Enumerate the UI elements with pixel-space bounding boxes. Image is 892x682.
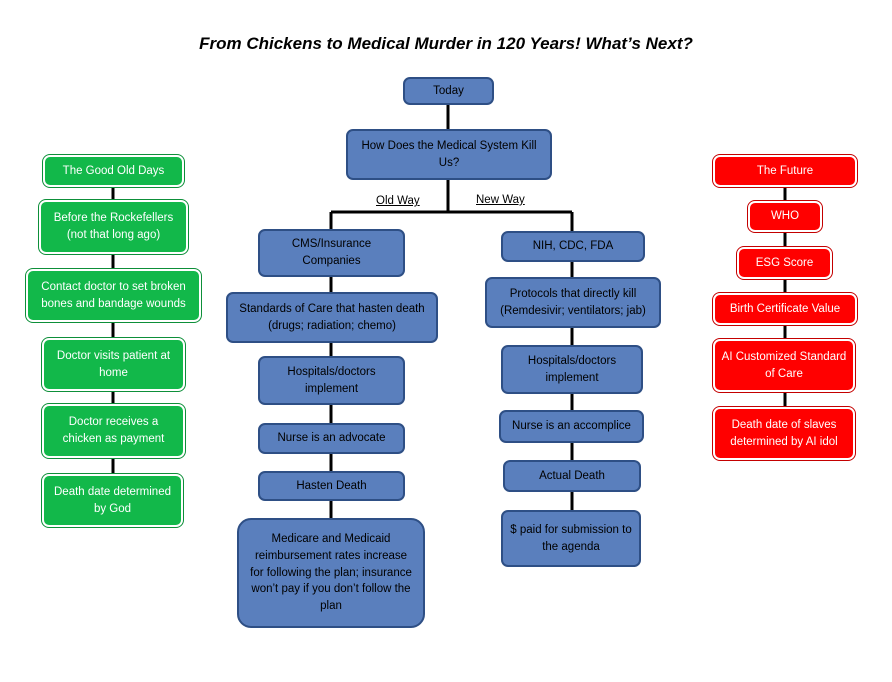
old-way-step-4: Nurse is an advocate — [258, 423, 405, 454]
right-step-3: ESG Score — [737, 247, 832, 279]
old-way-step-5: Hasten Death — [258, 471, 405, 501]
new-way-step-5: Actual Death — [503, 460, 641, 492]
new-way-step-2: Protocols that directly kill (Remdesivir… — [485, 277, 661, 328]
left-step-6: Death date determined by God — [42, 474, 183, 527]
old-way-step-2: Standards of Care that hasten death (dru… — [226, 292, 438, 343]
old-way-step-1: CMS/Insurance Companies — [258, 229, 405, 277]
old-way-label: Old Way — [376, 195, 420, 207]
old-way-step-3: Hospitals/doctors implement — [258, 356, 405, 405]
right-step-5: AI Customized Standard of Care — [713, 339, 855, 392]
today-label: Today — [433, 84, 464, 97]
new-way-step-6: $ paid for submission to the agenda — [501, 510, 641, 567]
left-step-3: Contact doctor to set broken bones and b… — [26, 269, 201, 322]
question-box: How Does the Medical System Kill Us? — [346, 129, 552, 180]
new-way-label: New Way — [476, 194, 525, 206]
right-step-2: WHO — [748, 201, 822, 232]
left-step-1: The Good Old Days — [43, 155, 184, 187]
new-way-step-1: NIH, CDC, FDA — [501, 231, 645, 262]
new-way-step-4: Nurse is an accomplice — [499, 410, 644, 443]
right-step-6: Death date of slaves determined by AI id… — [713, 407, 855, 460]
left-step-4: Doctor visits patient at home — [42, 338, 185, 391]
left-step-2: Before the Rockefellers (not that long a… — [39, 200, 188, 254]
new-way-step-3: Hospitals/doctors implement — [501, 345, 643, 394]
right-step-4: Birth Certificate Value — [713, 293, 857, 325]
left-step-5: Doctor receives a chicken as payment — [42, 404, 185, 458]
question-label: How Does the Medical System Kill Us? — [361, 139, 537, 169]
old-way-step-6: Medicare and Medicaid reimbursement rate… — [237, 518, 425, 628]
today-box: Today — [403, 77, 494, 105]
right-step-1: The Future — [713, 155, 857, 187]
page-title: From Chickens to Medical Murder in 120 Y… — [199, 34, 693, 53]
